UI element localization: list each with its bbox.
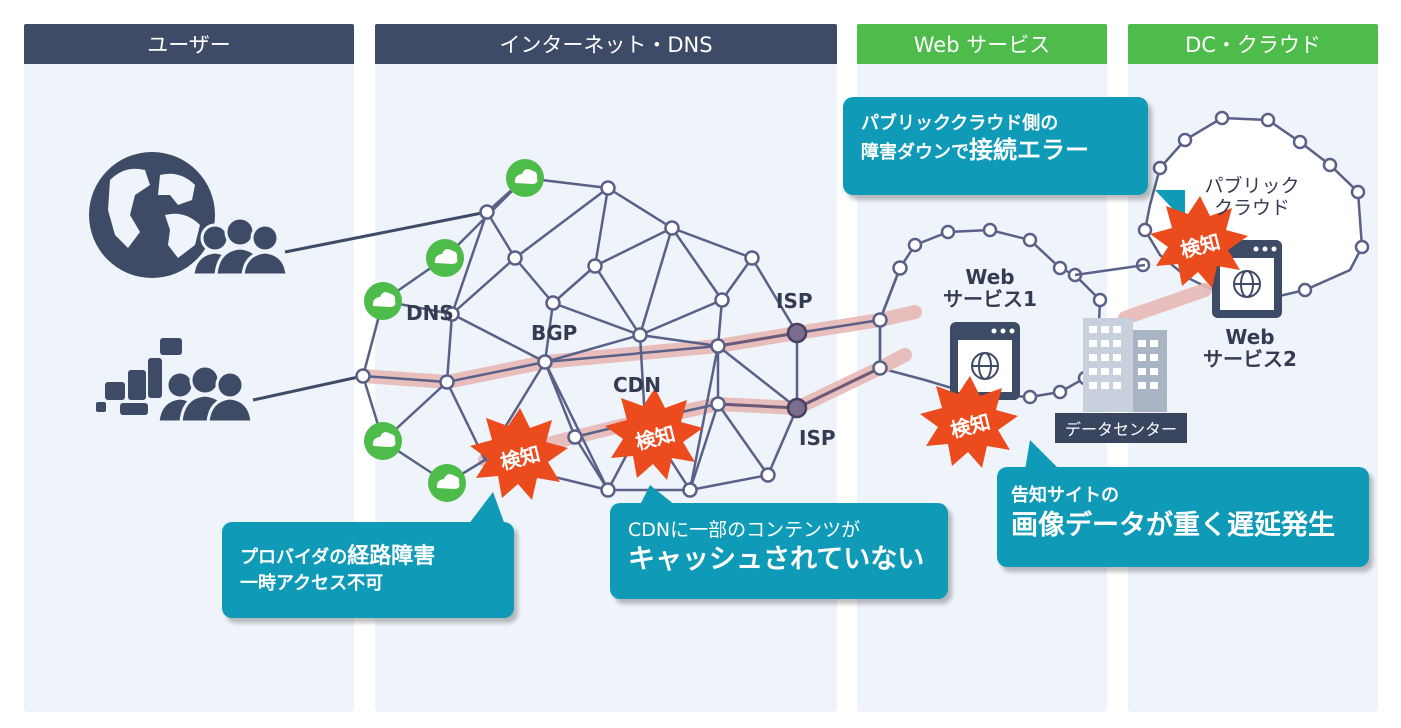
- cdn-label: CDN: [613, 373, 662, 397]
- column-user: ユーザー: [24, 24, 354, 712]
- isp-node-bottom: [786, 397, 808, 419]
- cdn-cloud-nodes: [364, 159, 544, 502]
- bgp-label: BGP: [531, 321, 578, 345]
- callout-notice-site: 告知サイトの 画像データが重く遅延発生: [997, 467, 1369, 567]
- user-link-2: [252, 374, 364, 402]
- users-group-icon: [191, 216, 289, 277]
- alert-bursts: [470, 196, 1248, 500]
- route-lines: [717, 331, 881, 410]
- isp-label-bottom: ISP: [799, 426, 836, 450]
- users-group-icon-2: [156, 364, 254, 424]
- callout-cloud-error: パブリッククラウド側の 障害ダウンで接続エラー: [843, 97, 1148, 195]
- callout-cdn: CDNに一部のコンテンツが キャッシュされていない: [610, 503, 948, 599]
- isp-label-top: ISP: [776, 289, 813, 313]
- web-service-1-label: Web サービス1: [943, 265, 1037, 311]
- devices-icon: [96, 338, 182, 415]
- web-service-nodes: [907, 222, 1108, 405]
- callout-pointer-provider: [468, 492, 505, 525]
- datacenter-building-icon: [1083, 318, 1167, 412]
- column-header-web-service: Web サービス: [857, 24, 1107, 64]
- globe-icon: [89, 152, 215, 278]
- web-service-1-browser-icon: [950, 322, 1020, 400]
- public-cloud-label: パブリック クラウド: [1204, 175, 1300, 219]
- mesh-nodes: [355, 180, 908, 498]
- callout-pointer-notice: [1025, 440, 1060, 470]
- column-header-internet-dns: インターネット・DNS: [375, 24, 837, 64]
- user-link-1: [284, 210, 488, 254]
- column-header-dc-cloud: DC・クラウド: [1128, 24, 1378, 64]
- dns-label: DNS: [406, 301, 454, 325]
- callout-provider: プロバイダの経路障害 一時アクセス不可: [222, 522, 514, 618]
- isp-node-top: [786, 322, 808, 344]
- callout-pointer-cdn: [640, 485, 675, 505]
- datacenter-label: データセンター: [1055, 413, 1188, 443]
- column-header-user: ユーザー: [24, 24, 354, 64]
- web-service-2-label: Web サービス2: [1203, 325, 1297, 371]
- public-cloud-nodes: [1135, 110, 1370, 308]
